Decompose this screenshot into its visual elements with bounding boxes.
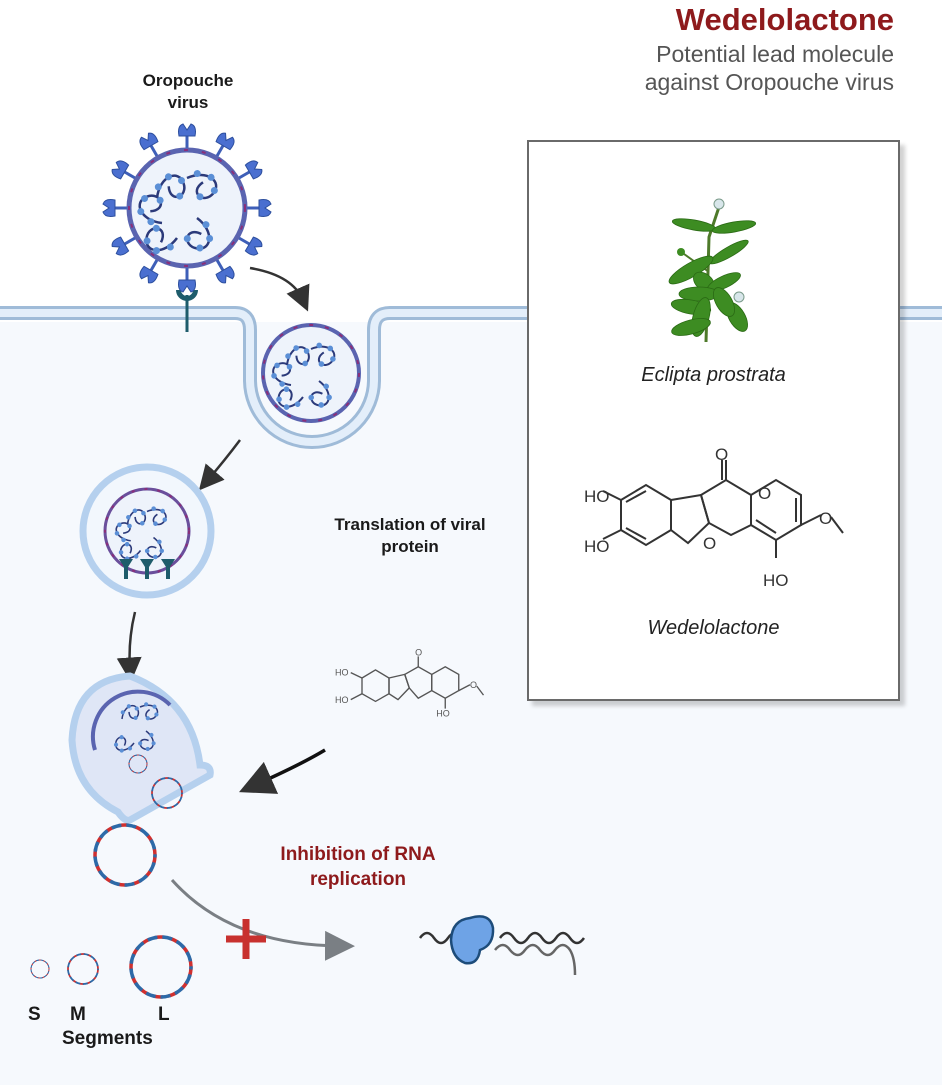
ring-oxygen-furan: O (703, 534, 716, 553)
translation-label-line-2: protein (381, 537, 439, 556)
endocytosed-virus-icon (261, 323, 361, 423)
ho-group-middle: HO (584, 537, 610, 556)
endosome-receptors-icon (119, 559, 175, 579)
svg-text:HO: HO (436, 708, 450, 718)
segments-label: Segments (62, 1028, 153, 1049)
virus-spike-glycoprotein (177, 122, 197, 152)
wedelolactone-small-structure-icon: HO HO HO O O (335, 648, 485, 718)
arrow-drug-action (239, 748, 326, 794)
segment-l-label: L (158, 1004, 170, 1025)
compound-info-panel: Eclipta prostrata HO HO HO O O O O Wedel… (527, 140, 900, 701)
ribosome-translation-icon (418, 915, 586, 976)
segment-s-label: S (28, 1004, 41, 1025)
inhibition-label: Inhibition of RNA replication (258, 842, 458, 892)
ho-group-bottom: HO (763, 571, 789, 590)
subtitle-line-2: against Oropouche virus (644, 69, 894, 95)
host-receptor-icon (176, 290, 198, 332)
translation-label: Translation of viral protein (305, 514, 515, 558)
released-rna-segment-icon (93, 823, 157, 887)
virus-label-line-2: virus (167, 93, 209, 112)
subtitle-line-1: Potential lead molecule (656, 41, 894, 67)
svg-text:HO: HO (335, 695, 349, 705)
segment-m-icon (67, 953, 99, 985)
cell-membrane (0, 306, 942, 449)
svg-text:HO: HO (335, 667, 349, 677)
page-subtitle: Potential lead molecule against Oropouch… (645, 40, 894, 96)
methoxy-oxygen: O (819, 509, 832, 528)
svg-text:O: O (470, 680, 477, 690)
segment-s-icon (30, 959, 50, 979)
virus-label-line-1: Oropouche (142, 71, 234, 90)
plant-illustration (668, 198, 757, 343)
virus-label: Oropouche virus (128, 70, 248, 114)
inhibition-cross-icon (226, 919, 266, 959)
svg-text:O: O (415, 648, 422, 658)
carbonyl-oxygen: O (715, 445, 728, 464)
uncoating-vesicle-icon (68, 672, 214, 824)
wedelolactone-structure: HO HO HO O O O O (584, 445, 844, 590)
inhibition-label-line-2: replication (309, 869, 407, 890)
ring-oxygen-lactone: O (758, 484, 771, 503)
segment-l-icon (129, 935, 193, 999)
virus-spike-glycoprotein (243, 198, 273, 218)
molecule-name: Wedelolactone (647, 617, 780, 639)
page-title: Wedelolactone (675, 2, 894, 37)
ho-group-top: HO (584, 487, 610, 506)
arrow-uncoating (116, 611, 142, 683)
oropouche-virus-icon (101, 122, 273, 294)
segment-m-label: M (70, 1004, 86, 1025)
virus-spike-glycoprotein (101, 198, 131, 218)
plant-name: Eclipta prostrata (641, 364, 786, 386)
endosome-icon (79, 463, 215, 599)
arrow-entry (249, 266, 310, 312)
inhibition-label-line-1: Inhibition of RNA (280, 844, 436, 865)
translation-label-line-1: Translation of viral (334, 515, 486, 534)
arrow-endosome (198, 439, 241, 491)
virus-spike-glycoprotein (177, 264, 197, 294)
eclipta-plant-icon (668, 198, 757, 343)
